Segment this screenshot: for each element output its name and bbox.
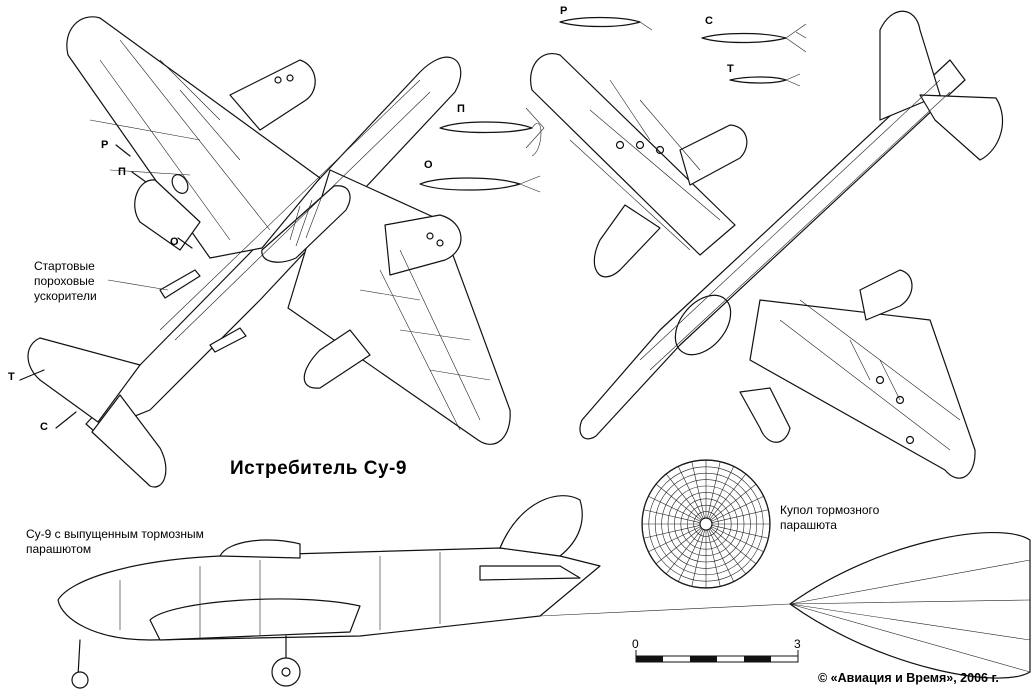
marker-t-left: Т bbox=[8, 371, 15, 383]
boosters-label-3: ускорители bbox=[34, 289, 97, 303]
boosters-label-1: Стартовые bbox=[34, 259, 95, 273]
marker-s-detail: С bbox=[705, 15, 713, 27]
side-view-label-1: Су-9 с выпущенным тормозным bbox=[26, 527, 204, 541]
drawing-title: Истребитель Су-9 bbox=[230, 458, 407, 479]
marker-o-left: О bbox=[170, 236, 179, 248]
marker-p-left: П bbox=[118, 166, 126, 178]
marker-t-detail: Т bbox=[727, 63, 734, 75]
boosters-label-2: пороховые bbox=[34, 274, 95, 288]
parachute-canopy bbox=[641, 459, 771, 589]
marker-o-detail: О bbox=[424, 159, 433, 171]
top-view-left bbox=[19, 16, 511, 488]
copyright-notice: © «Авиация и Время», 2006 г. bbox=[818, 671, 999, 685]
marker-r-detail: Р bbox=[560, 5, 567, 17]
bottom-view-right bbox=[530, 10, 1004, 479]
marker-s-left: С bbox=[40, 421, 48, 433]
side-view bbox=[57, 495, 1031, 689]
chute-details bbox=[419, 16, 807, 193]
side-view-label-2: парашютом bbox=[26, 542, 91, 556]
scale-end: 3 bbox=[794, 637, 801, 651]
canopy-label-1: Купол тормозного bbox=[780, 503, 880, 517]
canopy-label-2: парашюта bbox=[780, 518, 837, 532]
scale-bar bbox=[635, 650, 799, 663]
marker-p-detail: П bbox=[457, 103, 465, 115]
marker-r-left: Р bbox=[101, 139, 108, 151]
scale-start: 0 bbox=[632, 637, 639, 651]
